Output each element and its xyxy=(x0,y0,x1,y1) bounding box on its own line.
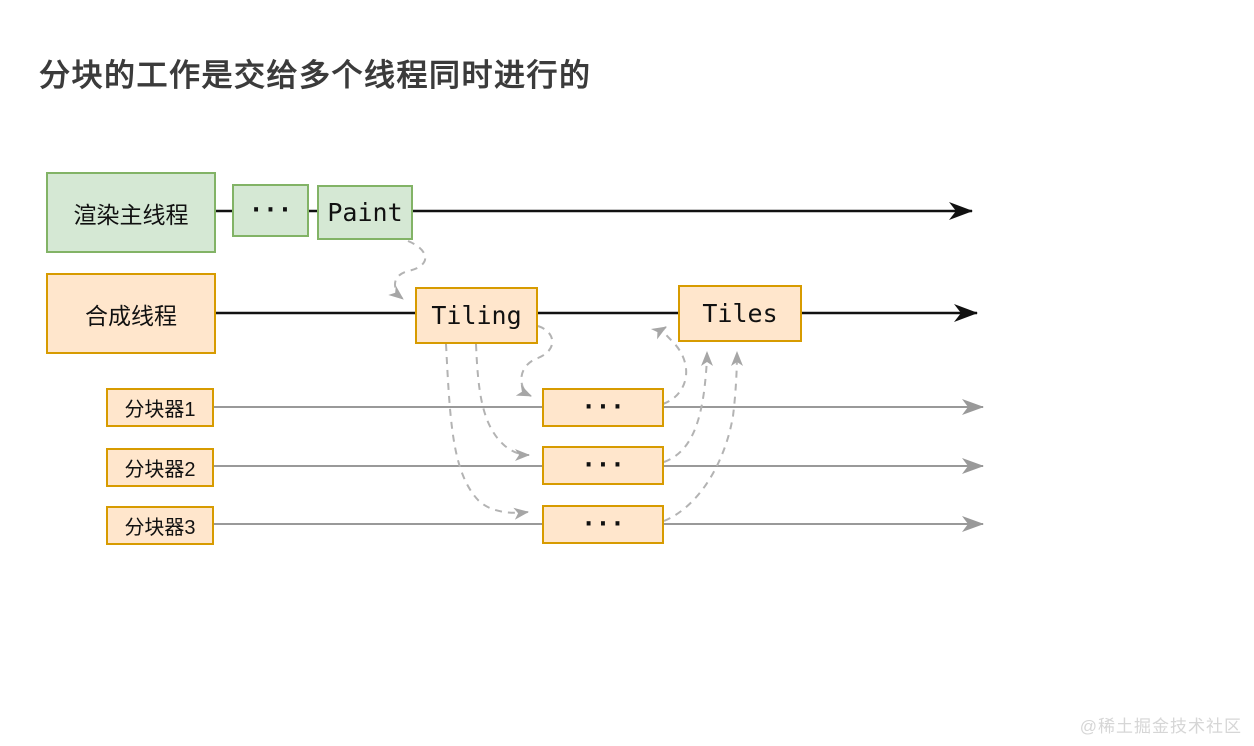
node-tiles: Tiles xyxy=(678,285,802,342)
node-label: ... xyxy=(581,386,625,415)
arrow-tiling-to-worker2 xyxy=(475,343,530,461)
node-label: 合成线程 xyxy=(85,302,177,329)
arrow-paint-to-tiling xyxy=(388,240,427,300)
node-paint: Paint xyxy=(317,185,413,240)
node-label: ... xyxy=(248,189,293,218)
node-label: ... xyxy=(581,503,625,532)
node-label: ... xyxy=(581,444,625,473)
node-worker-ellipsis-2: ... xyxy=(542,444,664,485)
node-render-main-thread: 渲染主线程 xyxy=(46,172,216,253)
node-worker-ellipsis-1: ... xyxy=(542,386,664,427)
node-tiler2: 分块器2 xyxy=(106,448,214,487)
arrow-tiling-to-worker1 xyxy=(515,325,554,397)
node-label: 分块器1 xyxy=(124,399,196,421)
node-label: Tiling xyxy=(431,301,522,330)
arrow-worker1-to-tiles xyxy=(650,326,688,405)
watermark: @稀土掘金技术社区 xyxy=(1079,717,1242,736)
node-compositor-thread: 合成线程 xyxy=(46,273,216,354)
node-label: Tiles xyxy=(702,299,778,328)
arrow-worker2-to-tiles xyxy=(663,351,713,463)
page-title: 分块的工作是交给多个线程同时进行的 xyxy=(39,58,592,93)
node-label: Paint xyxy=(327,198,403,227)
node-worker-ellipsis-3: ... xyxy=(542,503,664,544)
arrow-worker3-to-tiles xyxy=(663,351,743,522)
node-label: 分块器3 xyxy=(124,517,196,539)
node-tiler3: 分块器3 xyxy=(106,506,214,545)
arrow-tiling-to-worker3 xyxy=(445,343,529,520)
node-tiler1: 分块器1 xyxy=(106,388,214,427)
node-label: 分块器2 xyxy=(124,459,196,481)
node-tiling: Tiling xyxy=(415,287,538,344)
node-label: 渲染主线程 xyxy=(73,201,189,228)
node-ellipsis-main: ... xyxy=(232,184,309,237)
